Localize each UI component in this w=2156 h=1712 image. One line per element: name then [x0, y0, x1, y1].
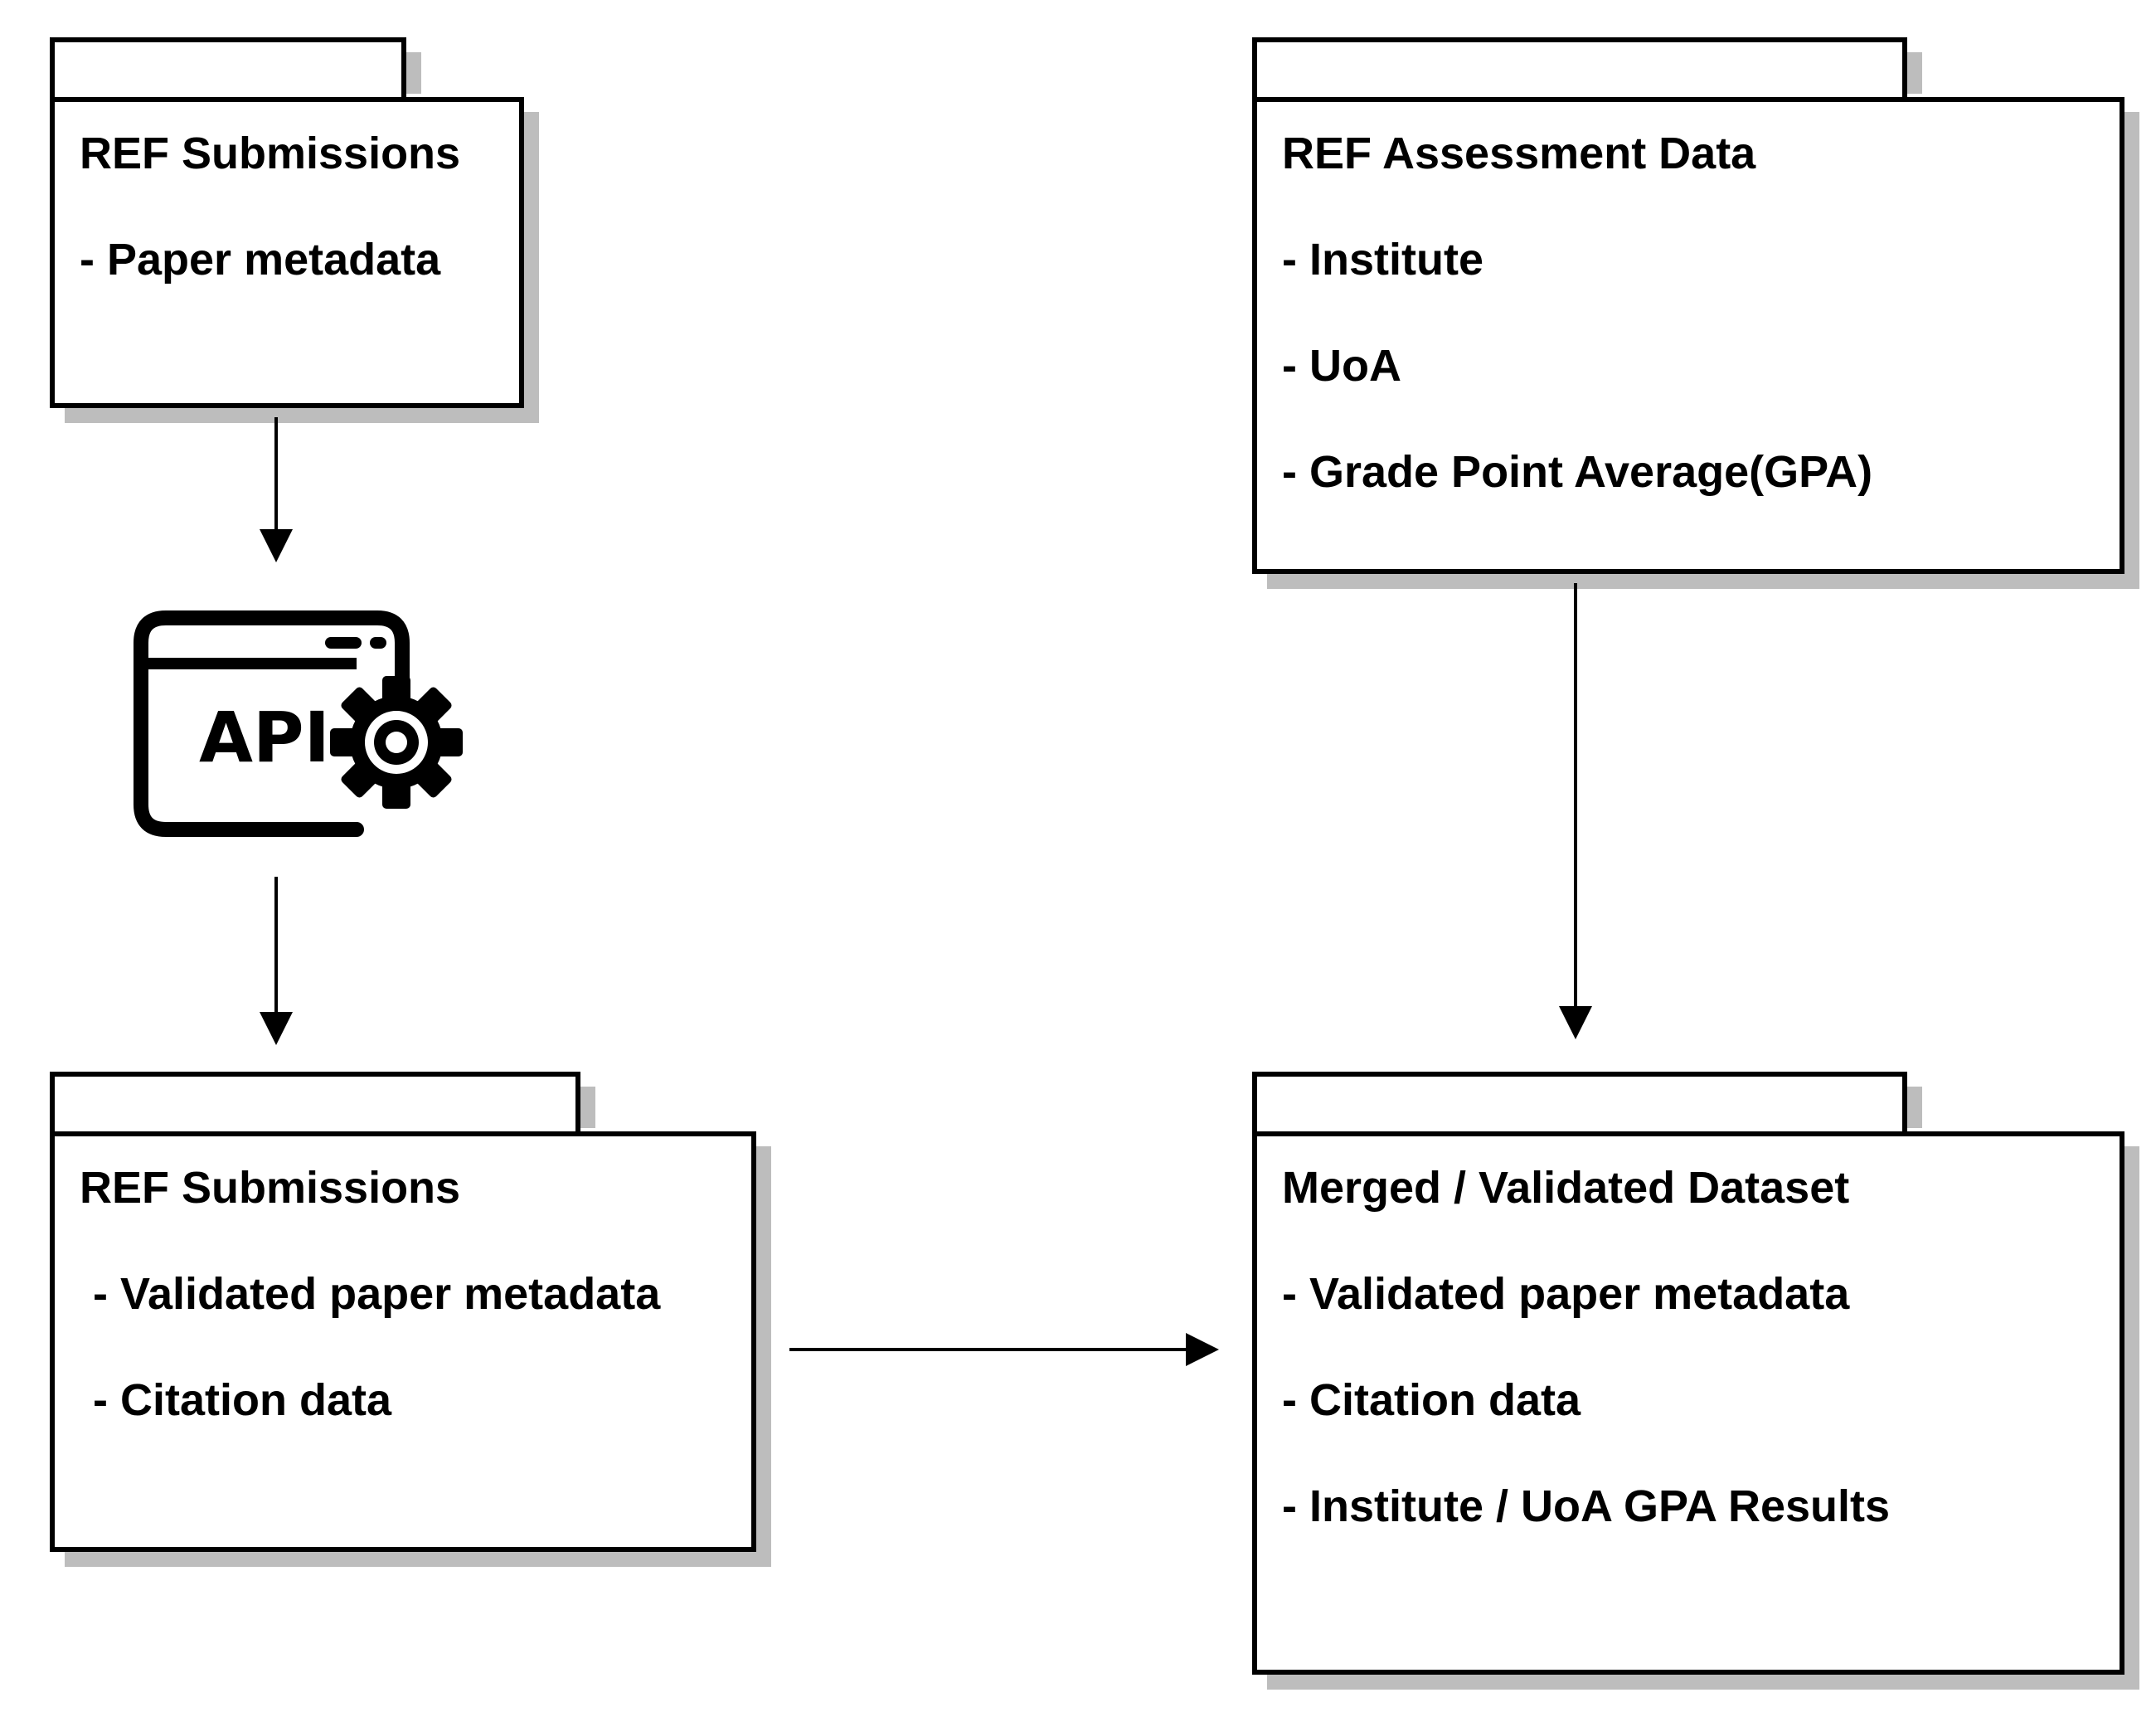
arrow-submissions-to-api — [260, 417, 293, 562]
package-body: Merged / Validated Dataset - Validated p… — [1252, 1131, 2124, 1675]
package-item: - Paper metadata — [80, 235, 441, 285]
package-title: REF Submissions — [80, 129, 461, 178]
package-item: - Validated paper metadata — [93, 1269, 661, 1319]
package-item: - Citation data — [1282, 1375, 1581, 1425]
package-ref-submissions-validated: REF Submissions - Validated paper metada… — [50, 1072, 771, 1582]
package-item: - Grade Point Average(GPA) — [1282, 447, 1873, 497]
package-merged-validated-dataset: Merged / Validated Dataset - Validated p… — [1252, 1072, 2139, 1690]
package-ref-assessment-data: REF Assessment Data - Institute - UoA - … — [1252, 37, 2139, 593]
package-item: - Institute / UoA GPA Results — [1282, 1481, 1891, 1531]
arrow-assessment-to-merged — [1559, 583, 1592, 1039]
package-title: REF Submissions — [80, 1163, 461, 1213]
arrow-api-to-validated — [260, 877, 293, 1045]
package-body: REF Assessment Data - Institute - UoA - … — [1252, 97, 2124, 574]
package-item: - UoA — [1282, 341, 1401, 391]
api-label: API — [199, 697, 330, 778]
api-settings-icon: API — [134, 610, 463, 837]
arrow-validated-to-merged — [789, 1333, 1219, 1366]
package-body: REF Submissions - Validated paper metada… — [50, 1131, 756, 1552]
package-item: - Citation data — [93, 1375, 391, 1425]
package-title: REF Assessment Data — [1282, 129, 1756, 178]
package-item: - Validated paper metadata — [1282, 1269, 1850, 1319]
package-body: REF Submissions - Paper metadata — [50, 97, 524, 408]
package-ref-submissions-raw: REF Submissions - Paper metadata — [50, 37, 539, 423]
package-item: - Institute — [1282, 235, 1483, 285]
package-title: Merged / Validated Dataset — [1282, 1163, 1850, 1213]
